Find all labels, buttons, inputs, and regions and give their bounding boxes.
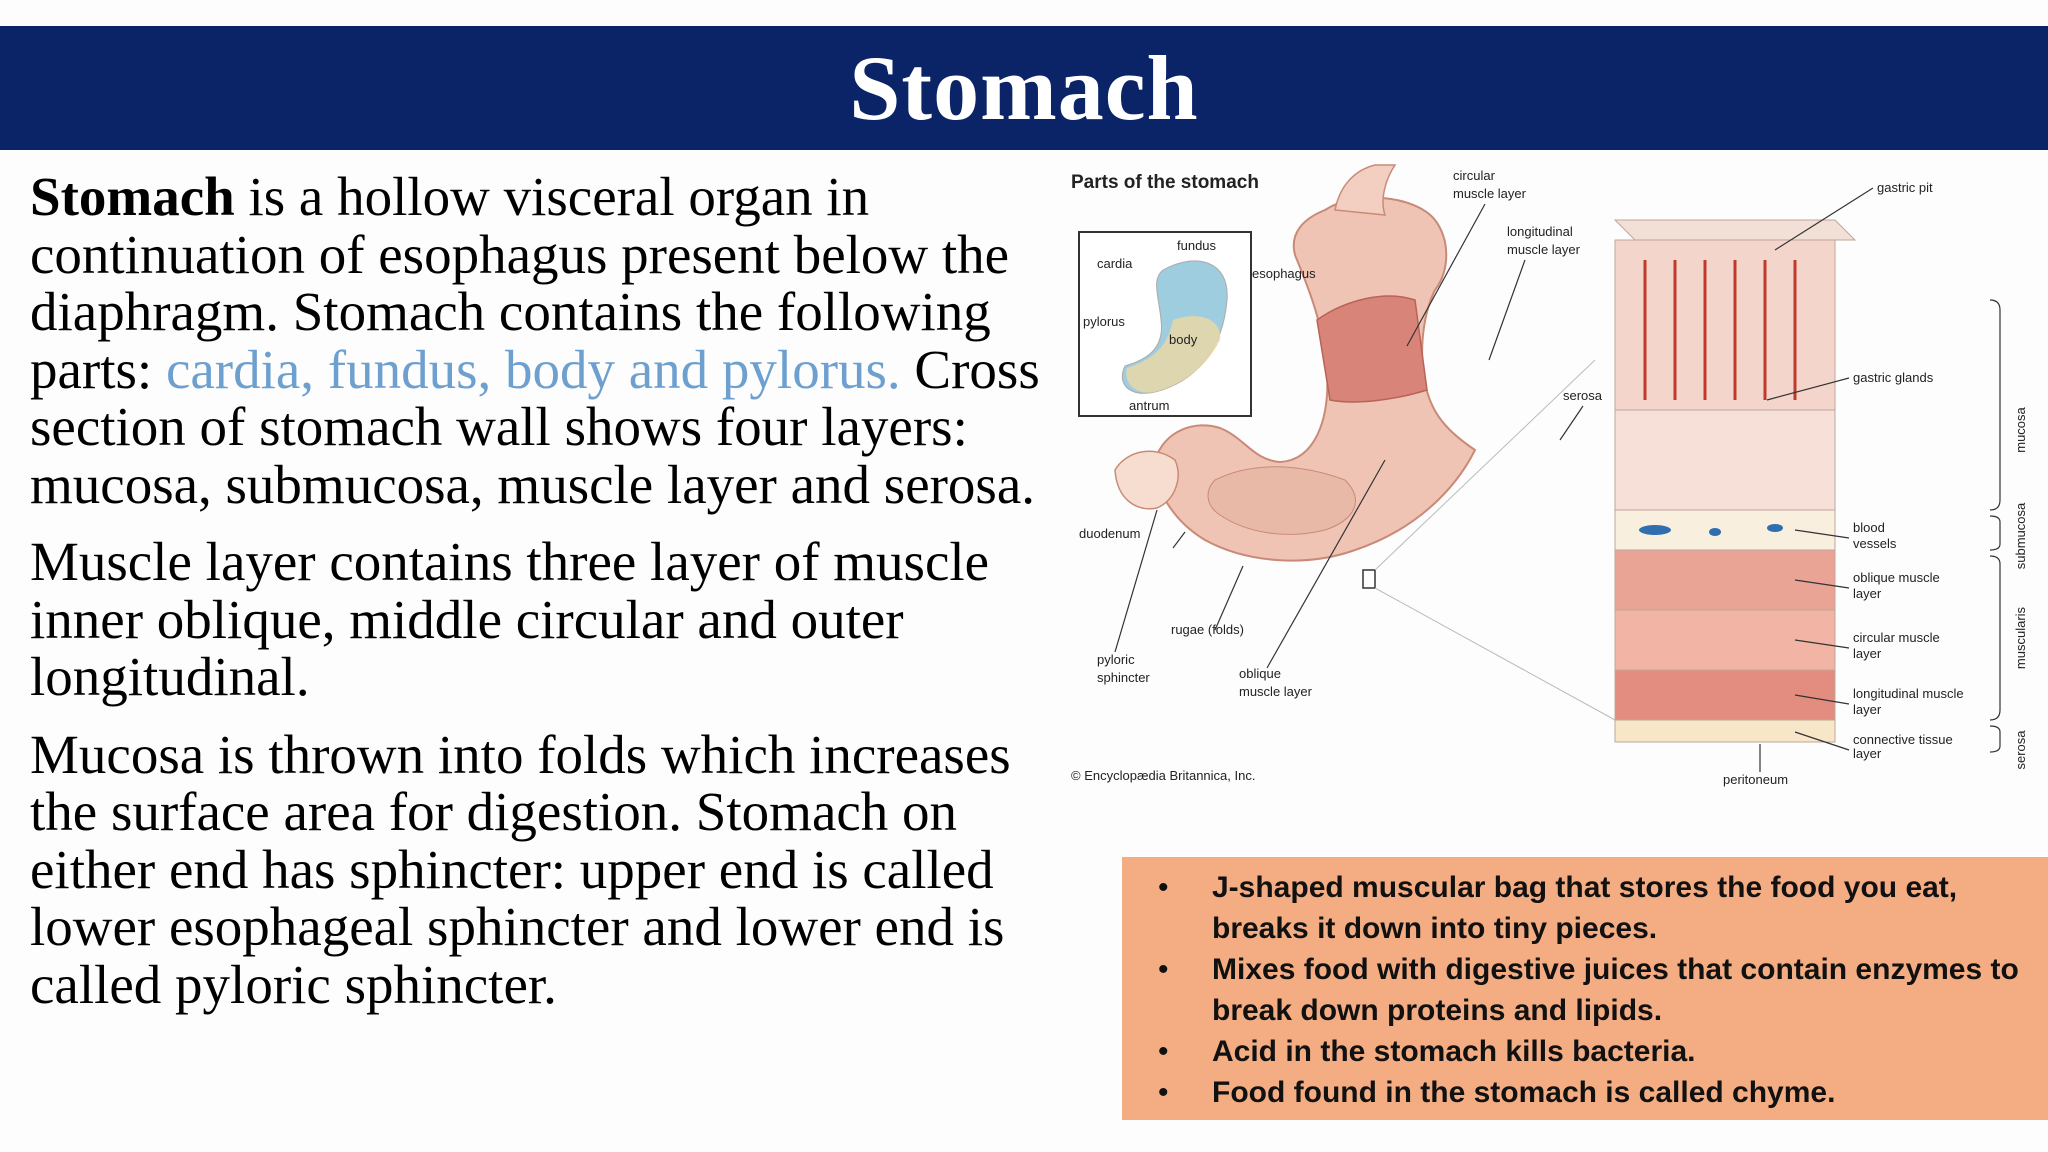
leader-lines-right [1759, 187, 1874, 772]
label-connective-1: connective tissue [1853, 732, 1953, 747]
label-oblique-muscle-1: oblique muscle [1853, 570, 1940, 585]
summary-item: • J-shaped muscular bag that stores the f… [1140, 867, 2030, 949]
label-circular-1: circular [1453, 168, 1496, 183]
leader-lines-left [1114, 203, 1584, 669]
muscle-layer-paragraph: Muscle layer contains three layer of mus… [30, 531, 990, 707]
label-serosa: serosa [1563, 388, 1603, 403]
magnify-line-bottom [1374, 587, 1616, 721]
oblique-layer [1614, 549, 1836, 611]
blood-vessels-dots [1639, 524, 1783, 536]
rugae-area [1207, 466, 1356, 535]
summary-box: • J-shaped muscular bag that stores the f… [1122, 857, 2048, 1120]
label-connective-2: layer [1853, 746, 1882, 761]
summary-item: • Acid in the stomach kills bacteria. [1140, 1031, 2030, 1072]
mucosa-layer [1614, 239, 1836, 411]
inset-label-body: body [1169, 332, 1198, 347]
stomach-anatomy-figure: Parts of the stomach cardia fundus pylor… [1071, 164, 2028, 787]
label-pyloric-2: sphincter [1097, 670, 1150, 685]
gastric-glands [1643, 260, 1797, 400]
bullet-icon: • [1158, 953, 1169, 986]
side-label-serosa: serosa [2013, 730, 2028, 770]
side-label-muscularis: muscularis [2013, 606, 2028, 669]
label-pyloric-1: pyloric [1097, 652, 1135, 667]
slide-title: Stomach [849, 37, 1199, 139]
serosa-layer [1614, 719, 1836, 743]
label-longitudinal-muscle-1: longitudinal muscle [1853, 686, 1964, 701]
esophagus-shape [1334, 164, 1397, 216]
side-label-mucosa: mucosa [2013, 406, 2028, 452]
summary-list: • J-shaped muscular bag that stores the f… [1140, 867, 2030, 1113]
inset-stomach-body [1126, 316, 1221, 393]
label-copyright: © Encyclopædia Britannica, Inc. [1071, 768, 1255, 783]
inset-label-fundus: fundus [1177, 238, 1217, 253]
label-circular-muscle-1: circular muscle [1853, 630, 1940, 645]
longitudinal-layer [1614, 669, 1836, 721]
label-esophagus: esophagus [1252, 266, 1316, 281]
label-peritoneum: peritoneum [1723, 772, 1788, 787]
magnify-marker [1362, 569, 1376, 589]
label-blood-2: vessels [1853, 536, 1897, 551]
title-bar: Stomach [0, 26, 2048, 150]
label-gastric-glands: gastric glands [1853, 370, 1934, 385]
circular-layer [1614, 609, 1836, 671]
figure-title: Parts of the stomach [1071, 172, 1259, 193]
intro-paragraph: Stomach is a hollow visceral organ in co… [30, 168, 1075, 513]
summary-item: • Mixes food with digestive juices that c… [1140, 949, 2030, 1031]
label-rugae: rugae (folds) [1171, 622, 1244, 637]
inset-label-antrum: antrum [1129, 398, 1169, 413]
summary-item-text: Mixes food with digestive juices that co… [1212, 953, 2019, 1027]
lamina-layer [1614, 409, 1836, 511]
summary-item: • Food found in the stomach is called chy… [1140, 1072, 2030, 1113]
label-blood-1: blood [1853, 520, 1885, 535]
stomach-illustration [1114, 164, 1616, 721]
label-oblique-2: muscle layer [1239, 684, 1313, 699]
label-longitudinal-1: longitudinal [1507, 224, 1573, 239]
label-circular-muscle-2: layer [1853, 646, 1882, 661]
bullet-icon: • [1158, 871, 1169, 904]
label-longitudinal-2: muscle layer [1507, 242, 1581, 257]
bullet-icon: • [1158, 1076, 1169, 1109]
mucosa-paragraph: Mucosa is thrown into folds which increa… [30, 723, 1011, 1015]
label-duodenum: duodenum [1079, 526, 1140, 541]
body-text: Stomach is a hollow visceral organ in co… [30, 168, 1075, 1013]
layer-brackets [1989, 299, 2001, 753]
summary-item-text: Food found in the stomach is called chym… [1212, 1076, 1836, 1109]
intro-text-2: Cross section of stomach wall shows four… [30, 338, 1040, 515]
intro-term: Stomach [30, 166, 235, 227]
label-oblique-1: oblique [1239, 666, 1281, 681]
label-circular-2: muscle layer [1453, 186, 1527, 201]
stomach-parts-highlight: cardia, fundus, body and pylorus. [165, 338, 901, 400]
wall-cross-section [1613, 219, 1857, 743]
summary-item-text: J-shaped muscular bag that stores the fo… [1212, 871, 1958, 945]
duodenum-shape [1114, 450, 1179, 510]
label-gastric-pit: gastric pit [1877, 180, 1933, 195]
muscle-window [1316, 295, 1428, 403]
side-label-submucosa: submucosa [2013, 502, 2028, 569]
label-longitudinal-muscle-2: layer [1853, 702, 1882, 717]
intro-text-1: is a hollow visceral organ in continuati… [30, 166, 1010, 400]
inset-label-pylorus: pylorus [1083, 314, 1125, 329]
inset-label-cardia: cardia [1097, 256, 1133, 271]
summary-item-text: Acid in the stomach kills bacteria. [1212, 1035, 1696, 1068]
label-oblique-muscle-2: layer [1853, 586, 1882, 601]
magnify-line-top [1374, 359, 1596, 571]
inset-diagram: cardia fundus pylorus body antrum [1078, 231, 1252, 417]
bullet-icon: • [1158, 1035, 1169, 1068]
